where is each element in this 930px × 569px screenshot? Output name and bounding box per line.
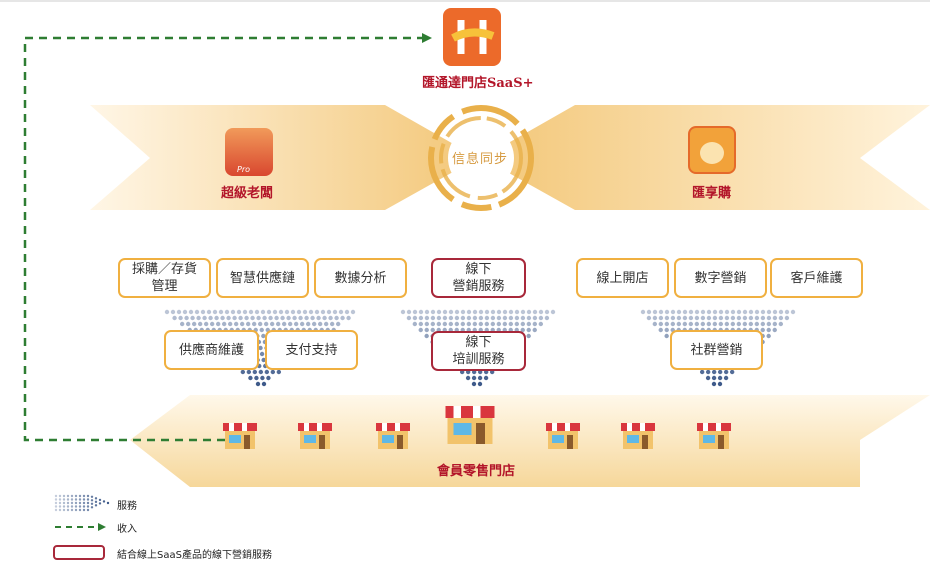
service-offline-marketing: 線下 營銷服務 [431, 258, 526, 298]
store-icon [223, 423, 257, 449]
income-arrowhead [422, 33, 432, 43]
sync-label: 信息同步 [452, 152, 509, 167]
legend-service-arrow [54, 494, 110, 512]
service-online-store: 線上開店 [576, 258, 669, 298]
legend-service-label: 服務 [117, 501, 137, 512]
service-customer-maintenance: 客戶維護 [770, 258, 863, 298]
sync-ring [428, 105, 534, 211]
service-payment-support: 支付支持 [265, 330, 358, 370]
store-icon [376, 423, 410, 449]
service-digital-marketing: 數字營銷 [674, 258, 767, 298]
bee-face [700, 142, 724, 164]
store-icon [546, 423, 580, 449]
service-supplier-maintenance: 供應商維護 [164, 330, 259, 370]
left-chevron-band [90, 105, 478, 210]
right-app-name: 匯享購 [692, 186, 732, 201]
h-logo-glyph [451, 20, 495, 54]
store-icon [445, 406, 495, 444]
legend-income-arrowhead [98, 523, 106, 531]
top-app-name: 匯通達門店SaaS+ [422, 76, 534, 91]
store-icon [298, 423, 332, 449]
service-procurement-inventory: 採購／存貨 管理 [118, 258, 211, 298]
h-logo-icon [443, 8, 501, 66]
service-data-analysis: 數據分析 [314, 258, 407, 298]
bee-mascot-icon [688, 126, 736, 174]
store-band [130, 395, 930, 487]
legend-income-label: 收入 [117, 524, 137, 535]
left-app-name: 超級老闆 [221, 186, 274, 201]
stores-label: 會員零售門店 [437, 464, 516, 479]
service-community-marketing: 社群營銷 [670, 330, 763, 370]
store-icon [621, 423, 655, 449]
income-dashed-line [23, 36, 422, 442]
service-offline-training: 線下 培訓服務 [431, 331, 526, 371]
legend-offline-label: 結合線上SaaS產品的線下營銷服務 [117, 550, 272, 561]
boss-mascot-icon: Pro [225, 128, 273, 176]
service-smart-supply-chain: 智慧供應鏈 [216, 258, 309, 298]
pro-badge: Pro [237, 165, 251, 174]
store-icon [697, 423, 731, 449]
legend-offline-box [53, 545, 105, 560]
